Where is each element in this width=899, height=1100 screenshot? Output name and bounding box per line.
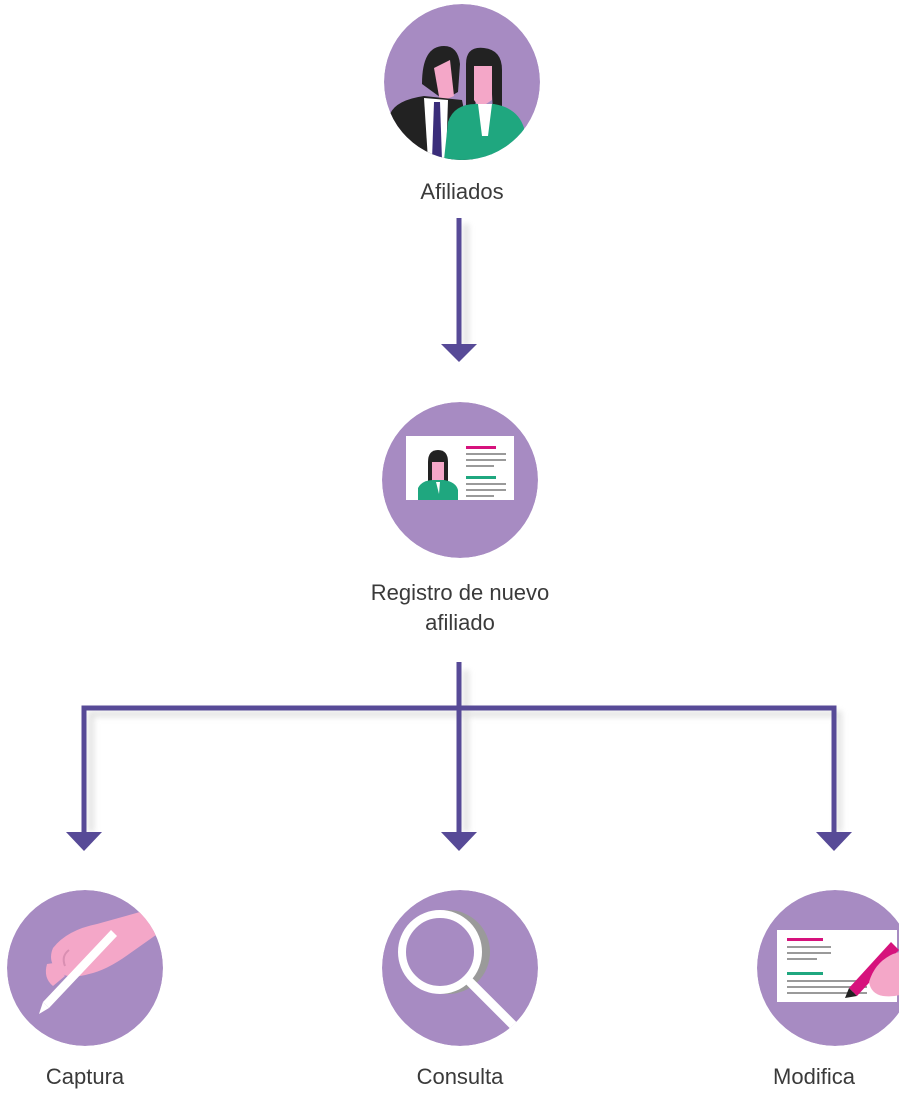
- arrowhead-captura: [66, 832, 102, 851]
- captura-circle: [7, 890, 163, 1046]
- magnifier-icon: [382, 890, 538, 1046]
- afiliados-circle: [384, 4, 540, 160]
- arrowhead-consulta: [441, 832, 477, 851]
- consulta-circle: [382, 890, 538, 1046]
- consulta-label: Consulta: [416, 1064, 504, 1089]
- modifica-circle: [757, 890, 899, 1046]
- captura-label: Captura: [45, 1064, 125, 1089]
- arrowhead-registro: [441, 344, 477, 362]
- id-card-icon: [382, 402, 538, 558]
- registro-label: Registro de nuevo afiliado: [370, 580, 550, 635]
- hand-pen-icon: [7, 890, 163, 1046]
- document-edit-icon: [757, 890, 899, 1046]
- connector-branch-horizontal: [81, 705, 837, 832]
- modifica-label: Modifica: [773, 1064, 855, 1089]
- registro-circle: [382, 402, 538, 558]
- arrowhead-modifica: [816, 832, 852, 851]
- people-icon: [384, 4, 540, 160]
- afiliados-label: Afiliados: [420, 179, 504, 204]
